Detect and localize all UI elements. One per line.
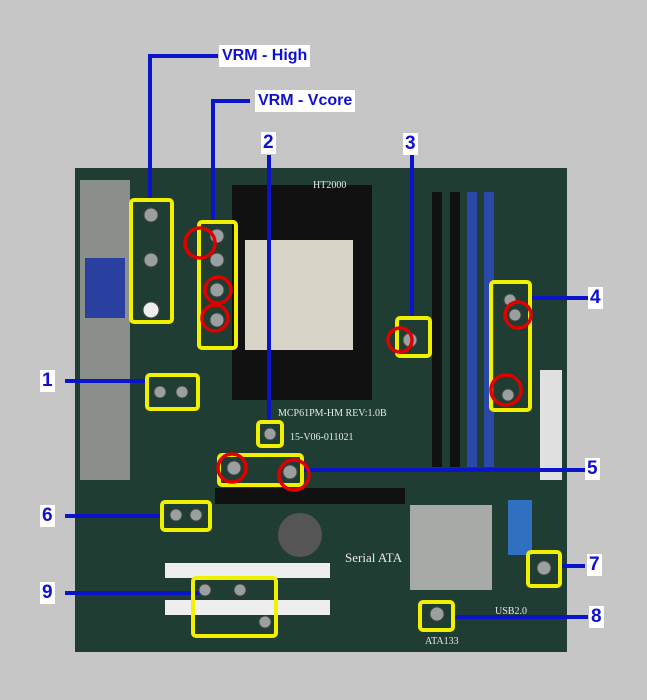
highlight-6 (160, 500, 212, 532)
cmos-battery (278, 513, 322, 557)
silk-sata: Serial ATA (345, 550, 403, 565)
highlight-vrm-high (129, 198, 174, 324)
label-6: 6 (40, 505, 55, 527)
bad-cap-marker (489, 373, 523, 407)
highlight-4 (489, 280, 532, 412)
silk-ht: HT2000 (313, 180, 347, 191)
cpu-socket (245, 240, 353, 350)
highlight-7 (526, 550, 562, 588)
silk-model: MCP61PM-HM REV:1.0B (278, 408, 387, 419)
label-9: 9 (40, 582, 55, 604)
label-5: 5 (585, 458, 600, 480)
pci-slot-1 (165, 563, 330, 578)
silk-usb: USB2.0 (495, 606, 527, 617)
bad-cap-marker (203, 275, 233, 305)
highlight-9 (191, 576, 278, 638)
pcie-slot (215, 488, 405, 504)
highlight-vrm-vcore (197, 220, 238, 350)
silk-serial: 15-V06-011021 (290, 432, 354, 443)
vga-port (85, 258, 125, 318)
highlight-3 (395, 316, 432, 358)
bad-cap-marker (183, 226, 217, 260)
label-3: 3 (403, 133, 418, 155)
bad-cap-marker (200, 303, 230, 333)
label-vrm-vcore: VRM - Vcore (255, 90, 356, 112)
pci-slot-2 (165, 600, 330, 615)
label-1: 1 (40, 370, 55, 392)
label-vrm-high: VRM - High (219, 45, 311, 67)
bad-cap-marker (503, 300, 533, 330)
bad-cap-marker (277, 458, 311, 492)
label-2: 2 (261, 132, 276, 154)
label-7: 7 (587, 554, 602, 576)
chipset-heatsink (410, 505, 492, 590)
label-4: 4 (588, 287, 603, 309)
silk-ata: ATA133 (425, 636, 459, 647)
capacitors (142, 207, 552, 629)
atx-power-connector (540, 370, 562, 480)
sata-ports (508, 500, 532, 555)
rear-io-panel (80, 180, 130, 480)
annotation-lines (65, 54, 588, 619)
bad-cap-marker (216, 452, 248, 484)
bad-cap-marker (386, 326, 414, 354)
highlight-8 (418, 600, 455, 632)
highlight-2 (256, 420, 284, 448)
label-8: 8 (589, 606, 604, 628)
highlight-1 (145, 373, 200, 411)
